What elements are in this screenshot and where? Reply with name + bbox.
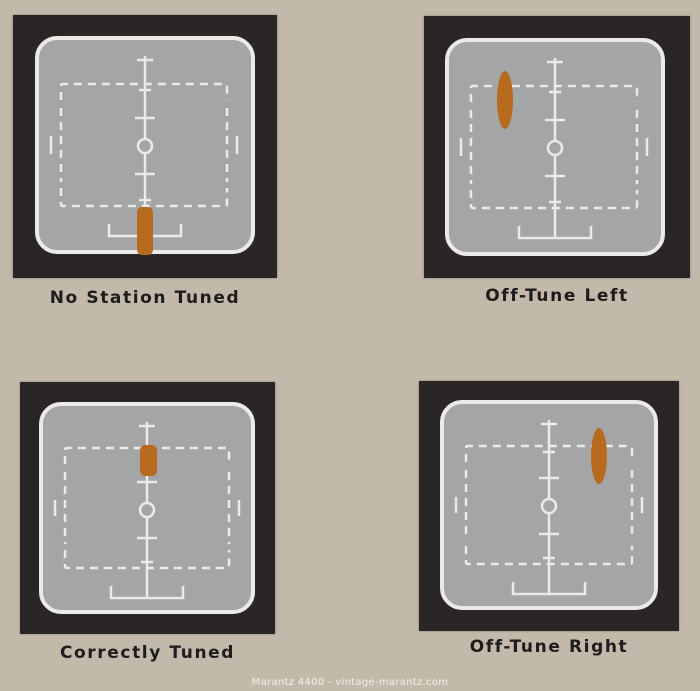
scope-frame — [13, 15, 277, 278]
scope-frame — [419, 381, 679, 631]
panel-caption: No Station Tuned — [49, 288, 241, 308]
panel-caption: Off-Tune Left — [485, 286, 629, 306]
panel-caption: Correctly Tuned — [59, 643, 236, 663]
panel-caption: Off-Tune Right — [469, 637, 629, 657]
scope-frame — [20, 382, 275, 634]
scope-frame — [424, 16, 690, 278]
footer-credit: Marantz 4400 - vintage-marantz.com — [251, 677, 449, 688]
